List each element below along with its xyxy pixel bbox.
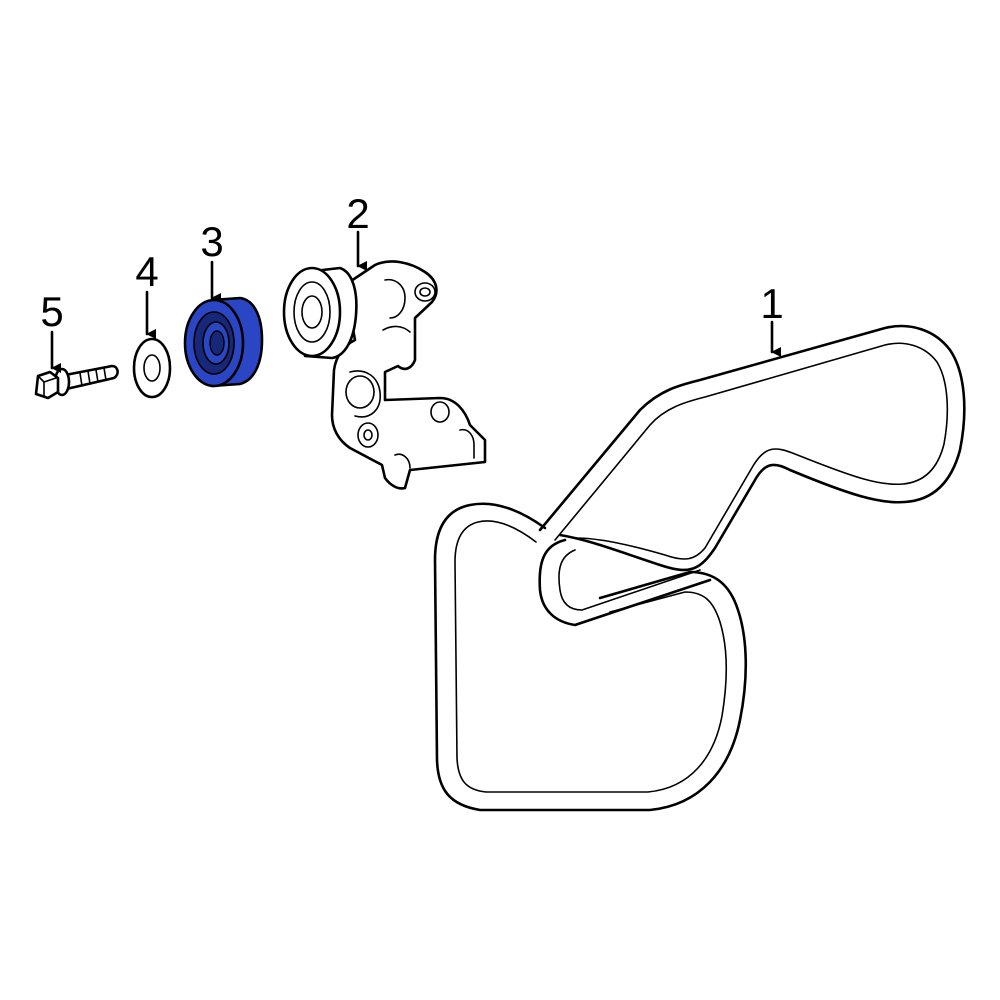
callout-number-1: 1 bbox=[760, 280, 783, 327]
callout-2: 2 bbox=[346, 190, 370, 271]
callout-number-2: 2 bbox=[346, 190, 369, 237]
part-tensioner-bracket[interactable] bbox=[282, 260, 487, 490]
part-belt[interactable] bbox=[433, 324, 966, 812]
callout-1: 1 bbox=[760, 280, 784, 357]
callout-number-3: 3 bbox=[200, 218, 223, 265]
part-idler-pulley[interactable] bbox=[183, 296, 264, 388]
part-washer[interactable] bbox=[132, 337, 172, 399]
callout-5: 5 bbox=[40, 288, 64, 373]
callout-3: 3 bbox=[200, 218, 224, 303]
callout-number-5: 5 bbox=[40, 288, 63, 335]
part-bolt[interactable] bbox=[34, 364, 119, 400]
callout-4: 4 bbox=[135, 248, 159, 339]
callout-number-4: 4 bbox=[135, 248, 158, 295]
